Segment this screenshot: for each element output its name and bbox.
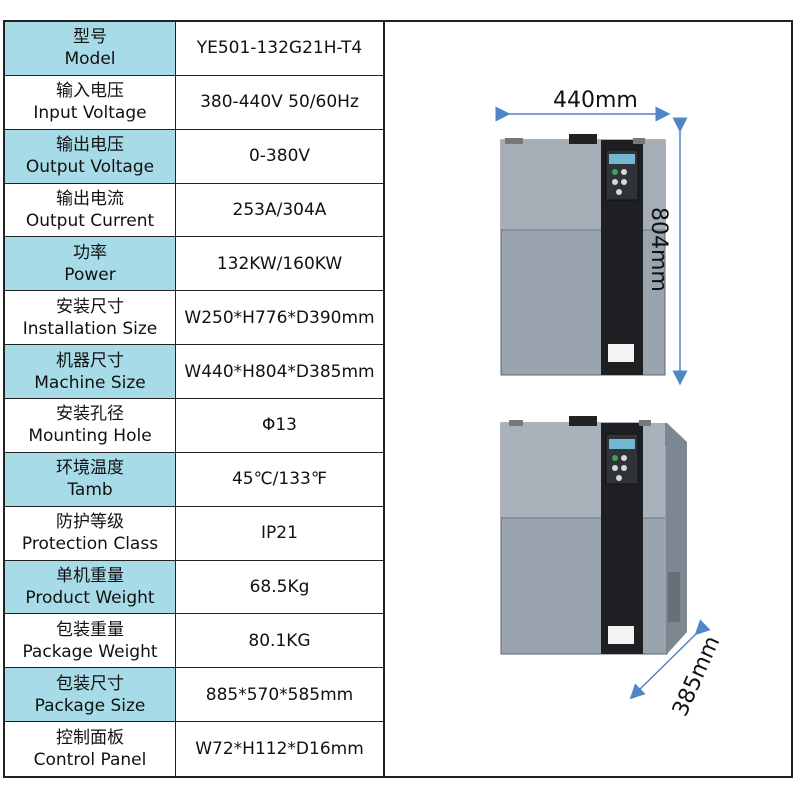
table-row: 输入电压 Input Voltage 380-440V 50/60Hz	[5, 75, 383, 130]
table-row: 输出电流 Output Current 253A/304A	[5, 183, 383, 238]
depth-dimension-line	[629, 619, 711, 700]
row-value: 0-380V	[248, 146, 311, 167]
row-label: 输出电流 Output Current	[5, 183, 176, 237]
table-row: 安装尺寸 Installation Size W250*H776*D390mm	[5, 291, 383, 346]
row-value: W440*H804*D385mm	[184, 361, 375, 382]
height-dimension-label: 804mm	[646, 207, 671, 292]
table-row: 输出电压 Output Voltage 0-380V	[5, 129, 383, 184]
label-zh: 机器尺寸	[56, 350, 124, 371]
row-value: 68.5Kg	[249, 577, 310, 598]
label-en: Package Weight	[22, 641, 158, 662]
row-label: 输入电压 Input Voltage	[5, 75, 176, 129]
row-label: 安装孔径 Mounting Hole	[5, 399, 176, 452]
product-image-area: 440mm 804mm 385mm	[385, 22, 791, 776]
spec-table: 型号 Model YE501-132G21H-T4 输入电压 Input Vol…	[5, 22, 385, 777]
table-row: 型号 Model YE501-132G21H-T4	[5, 22, 383, 76]
label-en: Package Size	[34, 695, 146, 716]
row-value: YE501-132G21H-T4	[196, 38, 363, 59]
row-label: 型号 Model	[5, 22, 176, 75]
row-label: 功率 Power	[5, 237, 176, 291]
table-row: 包装尺寸 Package Size 885*570*585mm	[5, 668, 383, 723]
row-label: 防护等级 Protection Class	[5, 506, 176, 560]
label-zh: 安装孔径	[56, 404, 124, 425]
label-zh: 输出电流	[56, 189, 124, 209]
row-label: 机器尺寸 Machine Size	[5, 345, 176, 399]
table-row: 控制面板 Control Panel W72*H112*D16mm	[5, 722, 383, 777]
label-zh: 环境温度	[56, 458, 124, 479]
label-zh: 输入电压	[56, 81, 124, 102]
row-value: 80.1KG	[248, 630, 311, 651]
label-zh: 单机重量	[56, 566, 124, 587]
table-row: 防护等级 Protection Class IP21	[5, 506, 383, 561]
label-zh: 包装尺寸	[56, 673, 124, 694]
row-value: 45℃/133℉	[231, 469, 328, 490]
table-row: 包装重量 Package Weight 80.1KG	[5, 614, 383, 669]
label-zh: 安装尺寸	[56, 296, 124, 317]
label-en: Power	[64, 264, 116, 285]
row-label: 控制面板 Control Panel	[5, 722, 176, 777]
row-value: 380-440V 50/60Hz	[200, 92, 359, 113]
label-zh: 功率	[73, 242, 107, 263]
side-view-drive	[500, 416, 687, 655]
row-value: 885*570*585mm	[205, 684, 354, 705]
row-value: Φ13	[261, 415, 297, 436]
table-row: 功率 Power 132KW/160KW	[5, 237, 383, 292]
width-dimension-label: 440mm	[553, 88, 638, 113]
table-row: 单机重量 Product Weight 68.5Kg	[5, 560, 383, 615]
label-en: Input Voltage	[33, 103, 147, 124]
row-value: W250*H776*D390mm	[184, 307, 375, 328]
table-row: 安装孔径 Mounting Hole Φ13	[5, 399, 383, 453]
label-zh: 型号	[73, 27, 107, 48]
label-zh: 输出电压	[56, 135, 124, 156]
label-en: Output Voltage	[25, 157, 155, 178]
label-en: Control Panel	[33, 750, 147, 771]
label-en: Product Weight	[25, 588, 155, 609]
row-label: 安装尺寸 Installation Size	[5, 291, 176, 345]
row-label: 输出电压 Output Voltage	[5, 129, 176, 183]
label-en: Installation Size	[22, 318, 158, 339]
table-row: 机器尺寸 Machine Size W440*H804*D385mm	[5, 345, 383, 400]
product-illustration	[495, 106, 711, 700]
label-zh: 控制面板	[56, 728, 124, 749]
row-value: 132KW/160KW	[216, 253, 343, 274]
row-label: 单机重量 Product Weight	[5, 560, 176, 614]
row-value: IP21	[261, 523, 298, 544]
table-row: 环境温度 Tamb 45℃/133℉	[5, 452, 383, 507]
label-en: Protection Class	[21, 534, 159, 555]
label-en: Model	[64, 49, 116, 70]
front-view-drive	[500, 134, 666, 376]
row-label: 包装重量 Package Weight	[5, 614, 176, 668]
row-value: 253A/304A	[232, 200, 327, 220]
spec-sheet-frame: 型号 Model YE501-132G21H-T4 输入电压 Input Vol…	[3, 20, 793, 778]
row-value: W72*H112*D16mm	[195, 739, 364, 760]
label-en: Machine Size	[34, 372, 146, 393]
label-zh: 包装重量	[56, 619, 124, 640]
label-zh: 防护等级	[56, 512, 124, 533]
row-label: 包装尺寸 Package Size	[5, 668, 176, 722]
row-label: 环境温度 Tamb	[5, 452, 176, 506]
label-en: Tamb	[67, 480, 113, 501]
label-en: Output Current	[25, 211, 155, 231]
label-en: Mounting Hole	[28, 426, 152, 447]
